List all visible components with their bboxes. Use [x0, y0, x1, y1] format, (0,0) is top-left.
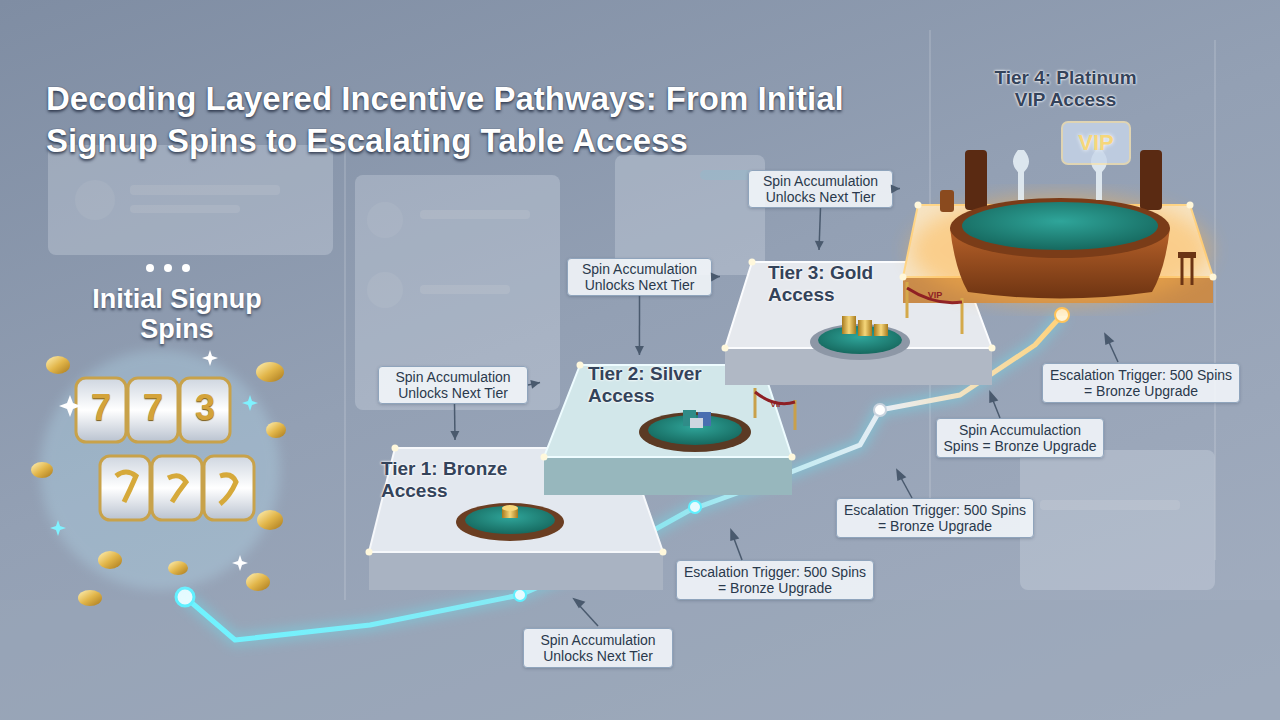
arrow-head	[711, 273, 720, 282]
platform-top	[903, 205, 1213, 277]
tier-label: Tier 2: Silver Access	[588, 363, 728, 407]
callout-box: Escalation Trigger: 500 Spins = Bronze U…	[836, 498, 1034, 538]
callout-box: Escalation Trigger: 500 Spins = Bronze U…	[1042, 363, 1240, 403]
dots-indicator	[146, 264, 190, 272]
callout-text: Escalation Trigger: 500 Spins = Bronze U…	[843, 502, 1027, 534]
platform-front	[903, 277, 1213, 303]
callout-text: Escalation Trigger: 500 Spins = Bronze U…	[1049, 367, 1233, 399]
platform-light	[722, 345, 729, 352]
connector-arrow	[711, 273, 720, 282]
vip-rope-tag: VIP	[915, 290, 955, 300]
callout-box: Spin Accumulation Unlocks Next Tier	[523, 628, 673, 668]
diagram-title: Decoding Layered Incentive Pathways: Fro…	[46, 78, 946, 162]
platform-shape	[900, 185, 1215, 305]
connector-arrow	[891, 185, 900, 194]
sparkles	[50, 350, 258, 571]
progress-path	[176, 308, 1069, 640]
reel-digit: 7	[128, 388, 178, 428]
section-heading: Initial Signup Spins	[62, 284, 292, 344]
callout-box: Escalation Trigger: 500 Spins = Bronze U…	[676, 560, 874, 600]
coins	[31, 356, 286, 606]
vip-rope-tag: VIP	[762, 400, 792, 409]
platform-light	[1187, 202, 1194, 209]
platform-light	[541, 454, 548, 461]
connector-arrow	[815, 208, 824, 250]
platform-light	[915, 202, 922, 209]
slot-reels	[40, 350, 280, 590]
platform-light	[392, 445, 399, 452]
arrow-head	[530, 380, 540, 389]
reel-digit: 7	[76, 388, 126, 428]
arrow-head	[450, 431, 459, 440]
connector-arrow	[528, 380, 540, 389]
gold-table	[810, 282, 962, 360]
callout-text: Spin Accumulation Unlocks Next Tier	[574, 261, 705, 293]
platform-light	[660, 549, 667, 556]
tier-platform: Tier 4: Platinum VIP Access	[900, 185, 1215, 305]
vip-sign: VIP	[1062, 130, 1130, 155]
floor-band	[0, 600, 1280, 720]
connector-arrow	[635, 296, 644, 355]
tier-label: Tier 3: Gold Access	[768, 262, 898, 306]
platform-light	[789, 454, 796, 461]
callout-box: Spin Accumulaction Spins = Bronze Upgrad…	[936, 418, 1104, 458]
platform-light	[1210, 274, 1217, 281]
silver-table	[639, 388, 795, 452]
tier-label: Tier 4: Platinum VIP Access	[978, 67, 1153, 111]
arrow-head	[635, 346, 644, 355]
connector-arrow	[450, 404, 459, 440]
platform-light	[900, 274, 907, 281]
tier-label: Tier 1: Bronze Access	[381, 458, 531, 502]
platform-light	[749, 259, 756, 266]
bronze-table	[456, 503, 564, 541]
reel-digit: 3	[180, 388, 230, 428]
callout-text: Spin Accumulation Unlocks Next Tier	[385, 369, 521, 401]
callout-box: Spin Accumulation Unlocks Next Tier	[748, 170, 893, 208]
platform-front	[544, 457, 792, 495]
platform-light	[577, 362, 584, 369]
callout-text: Escalation Trigger: 500 Spins = Bronze U…	[683, 564, 867, 596]
platform-light	[989, 345, 996, 352]
callout-text: Spin Accumulaction Spins = Bronze Upgrad…	[943, 422, 1097, 454]
callout-text: Spin Accumulation Unlocks Next Tier	[755, 173, 886, 205]
leader-arrows	[574, 334, 1118, 626]
callout-text: Spin Accumulation Unlocks Next Tier	[530, 632, 666, 664]
platform-front	[369, 552, 663, 590]
arrow-head	[815, 241, 824, 250]
platform-front	[725, 348, 992, 385]
callout-box: Spin Accumulation Unlocks Next Tier	[378, 366, 528, 404]
callout-box: Spin Accumulation Unlocks Next Tier	[567, 258, 712, 296]
vip-table	[910, 122, 1210, 305]
arrow-head	[891, 185, 900, 194]
platform-light	[366, 549, 373, 556]
